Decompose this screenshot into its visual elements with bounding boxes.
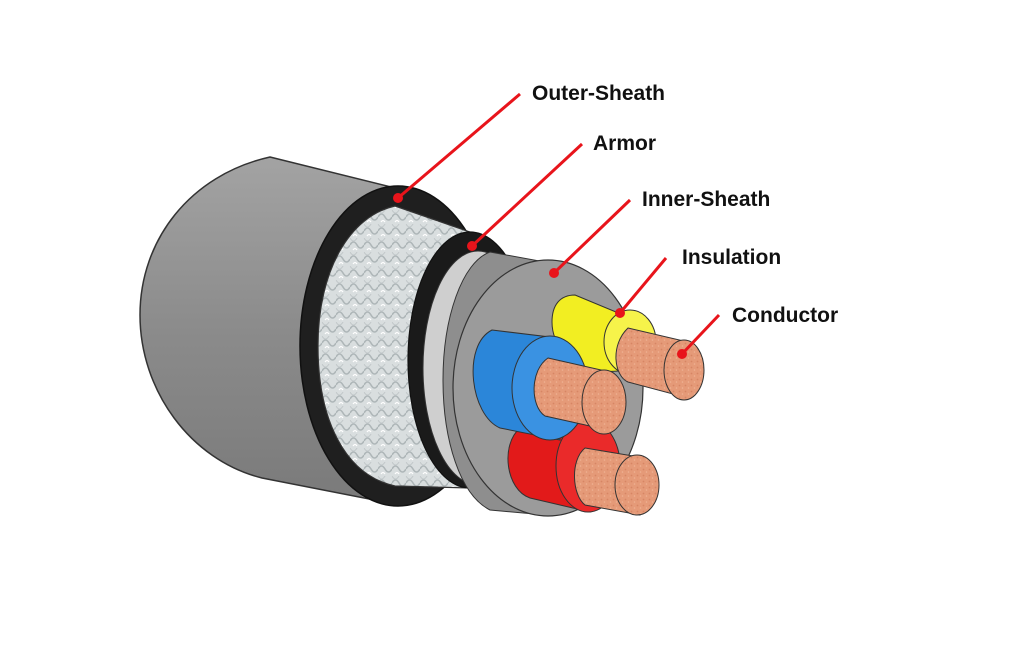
pointer-inner-sheath <box>552 198 632 275</box>
pointer-dot-inner-sheath <box>549 268 559 278</box>
pointer-dot-armor <box>467 241 477 251</box>
pointer-lines <box>393 92 721 359</box>
pointer-dot-conductor <box>677 349 687 359</box>
label-armor: Armor <box>593 132 657 155</box>
label-conductor: Conductor <box>732 304 839 327</box>
pointer-outer-sheath <box>397 92 521 200</box>
pointer-armor <box>470 142 584 248</box>
label-inner-sheath: Inner-Sheath <box>642 188 771 211</box>
label-insulation: Insulation <box>682 246 782 269</box>
pointer-insulation <box>618 257 668 314</box>
pointer-dot-insulation <box>615 308 625 318</box>
pointer-dot-outer-sheath <box>393 193 403 203</box>
pointer-conductor <box>680 313 721 356</box>
label-outer-sheath: Outer-Sheath <box>532 82 666 105</box>
